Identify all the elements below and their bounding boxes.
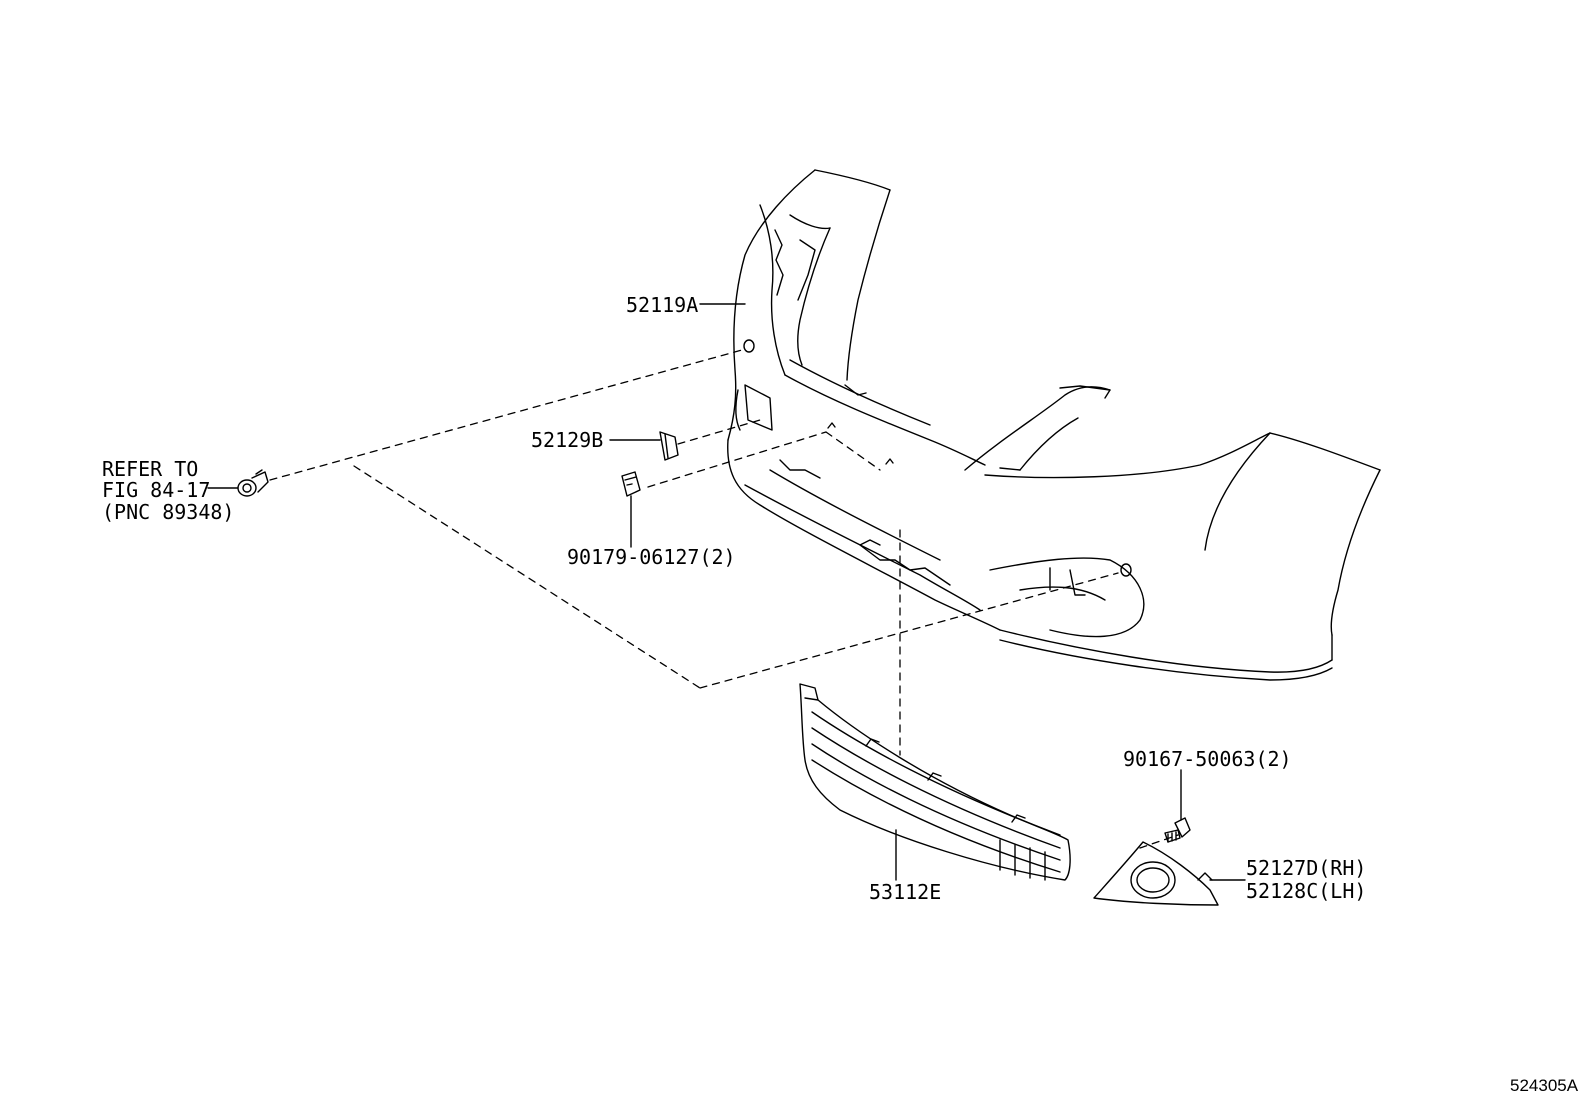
label-clip[interactable]: 90179-06127(2) bbox=[567, 545, 736, 569]
fog-lamp-cover-drawing bbox=[1093, 841, 1219, 906]
label-fog-cover-lh[interactable]: 52128C(LH) bbox=[1246, 879, 1367, 903]
label-bumper-cover[interactable]: 52119A bbox=[626, 293, 699, 317]
lower-grille-drawing bbox=[799, 683, 1071, 881]
sensor-icon bbox=[237, 469, 269, 497]
label-cover-part[interactable]: 52129B bbox=[531, 428, 604, 452]
clip-icon bbox=[621, 471, 641, 497]
diagram-id: 524305A bbox=[1510, 1076, 1579, 1095]
label-fog-cover-rh[interactable]: 52127D(RH) bbox=[1246, 856, 1367, 880]
label-sensor-ref-line2[interactable]: FIG 84-17 bbox=[102, 478, 211, 502]
label-sensor-ref-line3[interactable]: (PNC 89348) bbox=[102, 500, 235, 524]
bumper-cover-drawing bbox=[727, 169, 1381, 681]
label-sensor-ref-line1: REFER TO bbox=[102, 457, 199, 481]
cover-part-icon bbox=[659, 431, 679, 461]
callout-dashed-lines bbox=[269, 349, 1179, 849]
label-screw[interactable]: 90167-50063(2) bbox=[1123, 747, 1292, 771]
label-lower-grille[interactable]: 53112E bbox=[869, 880, 942, 904]
